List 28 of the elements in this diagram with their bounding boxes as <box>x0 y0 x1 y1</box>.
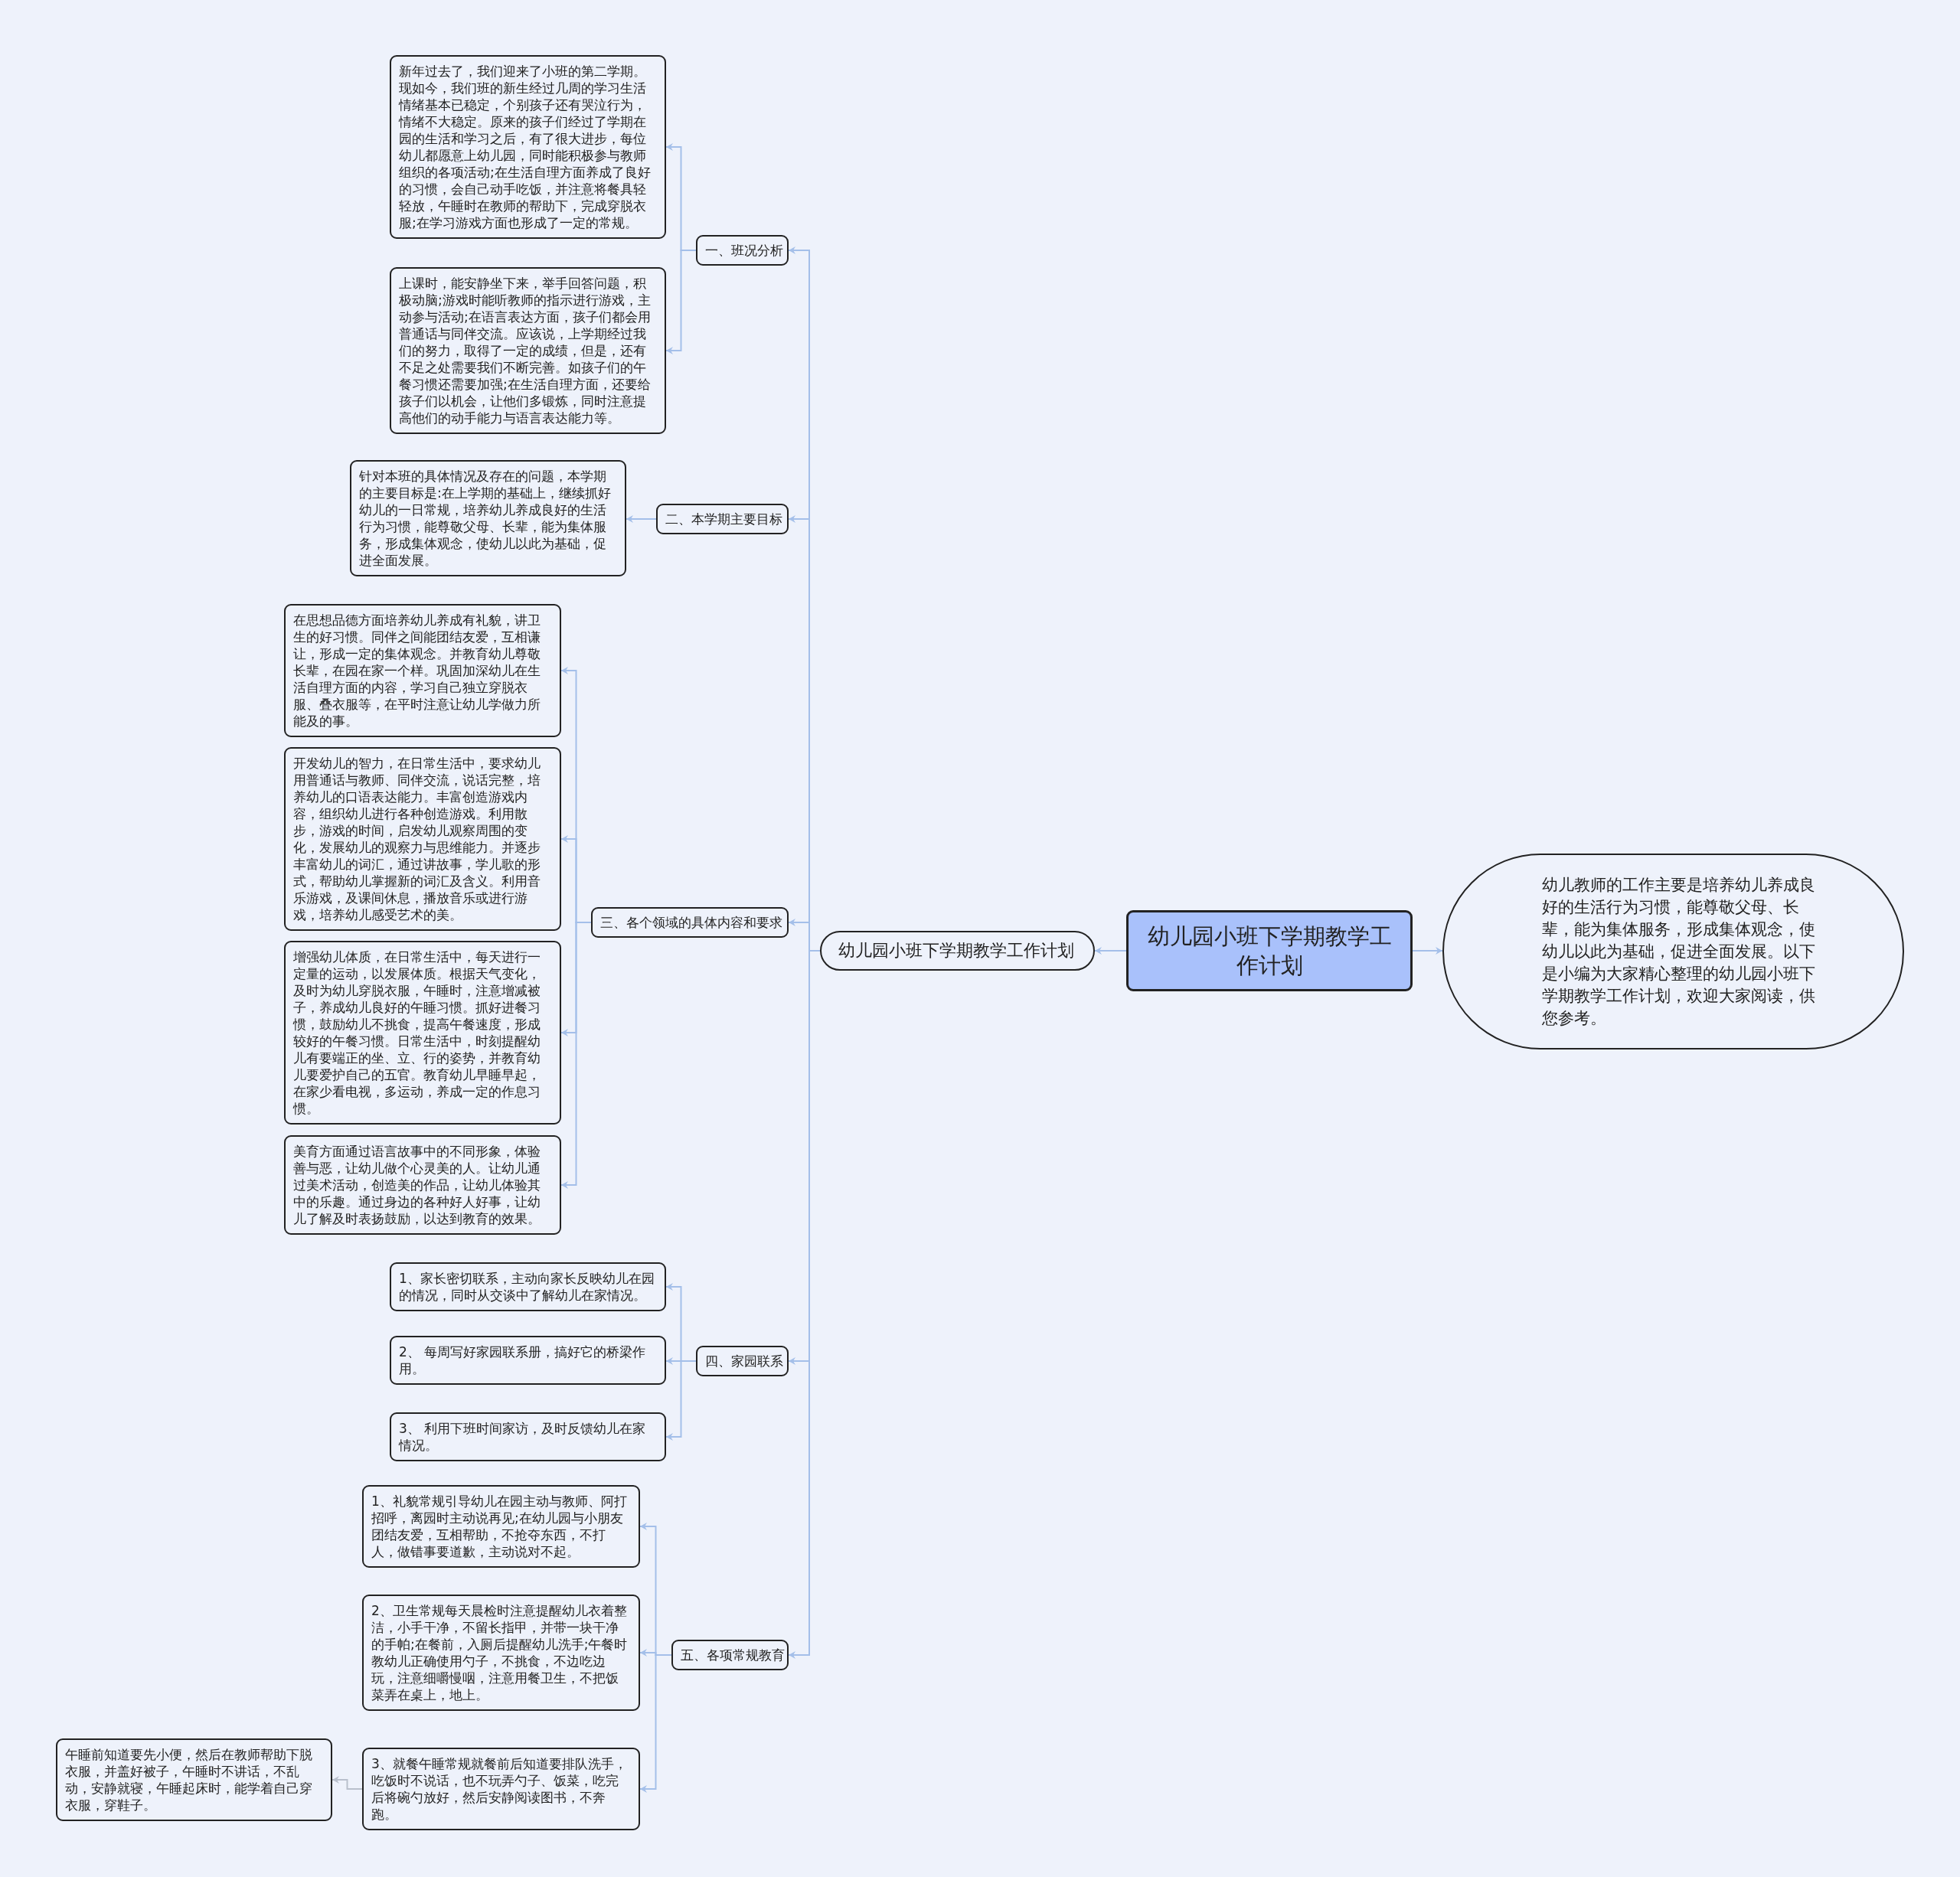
connector-arrow <box>332 1776 363 1790</box>
topic-box: 四、家园联系 <box>696 1346 789 1376</box>
text-box: 3、 利用下班时间家访，及时反馈幼儿在家情况。 <box>390 1412 666 1461</box>
text-box: 2、卫生常规每天晨检时注意提醒幼儿衣着整洁，小手干净，不留长指甲，并带一块干净的手帕;在餐前，入厕后提醒幼儿洗手;午餐时教幼儿正确使用勺子，不挑食，不边吃边玩，注意细嚼慢咽，注意用餐卫生，不把饭菜弄在桌上，地上。 <box>362 1595 640 1711</box>
text-box: 1、家长密切联系，主动向家长反映幼儿在园的情况，同时从交谈中了解幼儿在家情况。 <box>390 1262 666 1311</box>
connector-arrow <box>665 1360 697 1441</box>
topic-box: 二、本学期主要目标 <box>656 504 789 534</box>
text-box: 新年过去了，我们迎来了小班的第二学期。现如今，我们班的新生经过几周的学习生活情绪基本已稳定，个别孩子还有哭泣行为，情绪不大稳定。原来的孩子们经过了学期在园的生活和学习之后，有了很大进步，每位幼儿都愿意上幼儿园，同时能积极参与教师组织的各项活动;在生活自理方面养成了良好的习惯，会自己动手吃饭，并注意将餐具轻轻放，午睡时在教师的帮助下，完成穿脱衣服;在学习游戏方面也形成了一定的常规。 <box>390 55 666 239</box>
connector-arrow <box>1412 947 1443 955</box>
topic-box: 一、班况分析 <box>696 235 789 266</box>
connector-arrow <box>639 1654 672 1793</box>
text-box: 上课时，能安静坐下来，举手回答问题，积极动脑;游戏时能听教师的指示进行游戏，主动参与活动;在语言表达方面，孩子们都会用普通话与同伴交流。应该说，上学期经过我们的努力，取得了一定的成绩，但是，还有不足之处需要我们不断完善。如孩子们的午餐习惯还需要加强;在生活自理方面，还要给孩子们以机会，让他们多锻炼，同时注意提高他们的动手能力与语言表达能力等。 <box>390 267 666 434</box>
text-box: 在思想品德方面培养幼儿养成有礼貌，讲卫生的好习惯。同伴之间能团结友爱，互相谦让，形成一定的集体观念。并教育幼儿尊敬长辈，在园在家一个样。巩固加深幼儿在生活自理方面的内容，学习自己独立穿脱衣服、叠衣服等，在平时注意让幼儿学做力所能及的事。 <box>284 604 561 737</box>
text-box: 3、就餐午睡常规就餐前后知道要排队洗手，吃饭时不说话，也不玩弄勺子、饭菜，吃完后将碗勺放好，然后安静阅读图书，不奔跑。 <box>362 1748 640 1830</box>
connector-arrow <box>1094 947 1127 955</box>
text-box: 午睡前知道要先小便，然后在教师帮助下脱衣服，并盖好被子，午睡时不讲话，不乱动，安静就寝，午睡起床时，能学着自己穿衣服，穿鞋子。 <box>56 1738 332 1821</box>
topic-box: 五、各项常规教育 <box>671 1640 789 1670</box>
title-box: 幼儿园小班下学期教学工作计划 <box>1126 910 1413 991</box>
text-box: 开发幼儿的智力，在日常生活中，要求幼儿用普通话与教师、同伴交流，说话完整，培养幼儿的口语表达能力。丰富创造游戏内容，组织幼儿进行各种创造游戏。利用散步，游戏的时间，启发幼儿观察周围的变化，发展幼儿的观察力与思维能力。并逐步丰富幼儿的词汇，通过讲故事，学儿歌的形式，帮助幼儿掌握新的词汇及含义。利用音乐游戏，及课间休息，播放音乐或进行游戏，培养幼儿感受艺术的美。 <box>284 747 561 931</box>
text-box: 针对本班的具体情况及存在的问题，本学期的主要目标是:在上学期的基础上，继续抓好幼儿的一日常规，培养幼儿养成良好的生活行为习惯，能尊敬父母、长辈，能为集体服务，形成集体观念，使幼儿以此为基础，促进全面发展。 <box>350 460 626 576</box>
topic-box: 幼儿园小班下学期教学工作计划 <box>820 931 1095 971</box>
connector-arrow <box>626 515 657 523</box>
text-box: 增强幼儿体质，在日常生活中，每天进行一定量的运动，以发展体质。根据天气变化，及时为幼儿穿脱衣服，午睡时，注意增减被子，养成幼儿良好的午睡习惯。抓好进餐习惯，鼓励幼儿不挑食，提高午餐速度，形成较好的午餐习惯。日常生活中，时刻提醒幼儿有要端正的坐、立、行的姿势，并教育幼儿要爱护自己的五官。教育幼儿早睡早起，在家少看电视，多运动，养成一定的作息习惯。 <box>284 941 561 1125</box>
text-box: 1、礼貌常规引导幼儿在园主动与教师、阿打招呼，离园时主动说再见;在幼儿园与小朋友团结友爱，互相帮助，不抢夺东西，不打人，做错事要道歉，主动说对不起。 <box>362 1485 640 1568</box>
topic-box: 三、各个领域的具体内容和要求 <box>591 907 789 938</box>
text-box: 美育方面通过语言故事中的不同形象，体验善与恶，让幼儿做个心灵美的人。让幼儿通过美术活动，创造美的作品，让幼儿体验其中的乐趣。通过身边的各种好人好事，让幼儿了解及时表扬鼓励，以达到教育的效果。 <box>284 1135 561 1235</box>
text-box: 2、 每周写好家园联系册，搞好它的桥梁作用。 <box>390 1336 666 1385</box>
connector-arrow <box>665 250 697 354</box>
